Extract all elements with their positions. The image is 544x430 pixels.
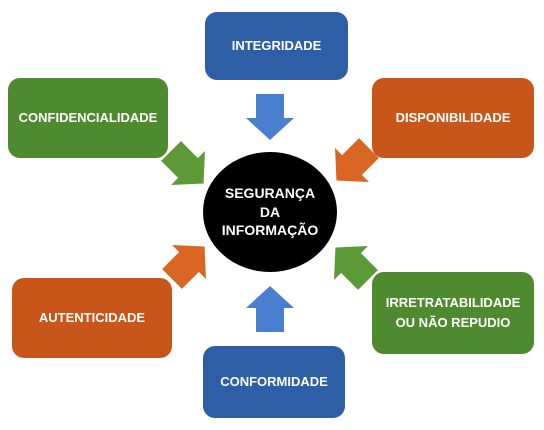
- node-autenticidade: AUTENTICIDADE: [12, 278, 172, 358]
- node-integridade: INTEGRIDADE: [205, 12, 348, 80]
- node-conformidade-label: CONFORMIDADE: [220, 373, 328, 389]
- arrow-conformidade: [246, 286, 294, 332]
- arrow-integridade: [246, 94, 294, 140]
- node-disponibilidade: DISPONIBILIDADE: [372, 78, 534, 158]
- center-circle: SEGURANÇA DA INFORMAÇÃO: [203, 152, 337, 272]
- node-integridade-label: INTEGRIDADE: [231, 37, 322, 53]
- center-label: SEGURANÇA DA INFORMAÇÃO: [221, 184, 319, 239]
- node-confidencialidade: CONFIDENCIALIDADE: [8, 78, 168, 158]
- node-disponibilidade-label: DISPONIBILIDADE: [395, 109, 511, 125]
- node-confidencialidade-label: CONFIDENCIALIDADE: [18, 109, 158, 125]
- node-conformidade: CONFORMIDADE: [203, 346, 345, 418]
- node-autenticidade-label: AUTENTICIDADE: [38, 309, 146, 325]
- node-irretratabilidade: IRRETRATABILIDADE OU NÃO REPUDIO: [372, 272, 534, 354]
- node-irretratabilidade-label: IRRETRATABILIDADE OU NÃO REPUDIO: [385, 294, 521, 330]
